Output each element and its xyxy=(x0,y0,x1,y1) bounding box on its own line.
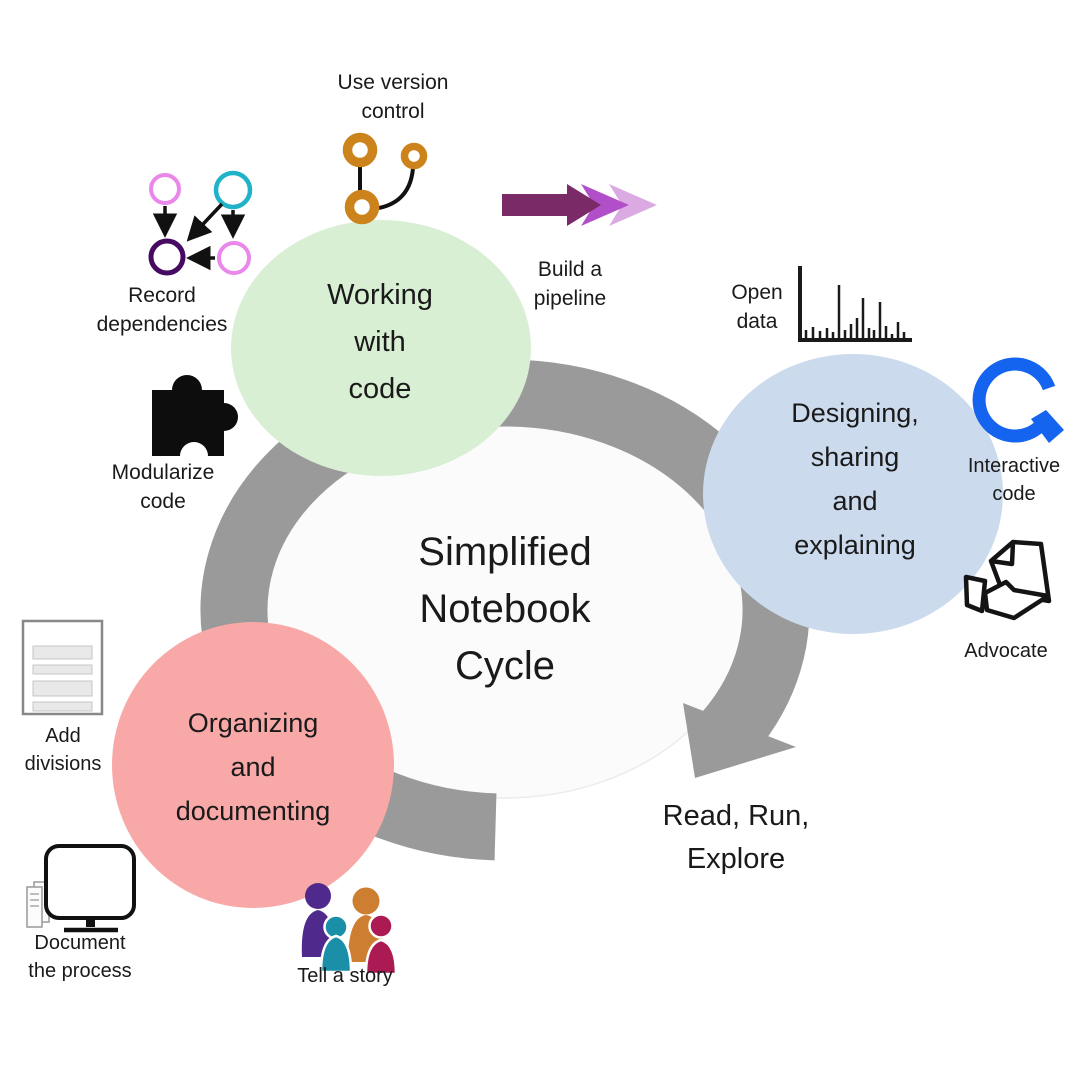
stage-organizing-circle xyxy=(112,622,394,908)
pipeline-arrows-icon xyxy=(502,184,657,226)
people-group-icon xyxy=(301,883,398,976)
stage-working-label: Working with code xyxy=(327,279,433,405)
add-divisions-label: Add divisions xyxy=(24,725,102,775)
use-version-control-label: Use version control xyxy=(337,71,449,123)
stage-designing-circle xyxy=(703,354,1003,634)
puzzle-piece-icon xyxy=(152,375,238,456)
record-dependencies-label: Record dependencies xyxy=(96,284,228,336)
dependency-graph-icon xyxy=(148,170,253,276)
sectioned-document-icon xyxy=(21,619,104,716)
monitor-icon xyxy=(26,844,136,933)
git-branch-icon xyxy=(342,132,428,225)
open-data-label: Open data xyxy=(731,281,783,333)
hub-title: Simplified Notebook Cycle xyxy=(418,530,592,688)
stage-working-circle xyxy=(231,220,531,476)
build-a-pipeline-label: Build a pipeline xyxy=(533,258,607,310)
bar-chart-icon xyxy=(798,266,912,342)
read-run-explore-label: Read, Run, Explore xyxy=(662,800,810,875)
document-the-process-label: Document the process xyxy=(28,932,132,982)
advocate-label: Advocate xyxy=(964,640,1048,662)
hand-document-icon xyxy=(963,539,1052,621)
modularize-code-label: Modularize code xyxy=(111,461,215,513)
stage-organizing-label: Organizing and documenting xyxy=(175,708,331,826)
refresh-loop-icon xyxy=(972,357,1064,443)
stage-designing-label: Designing, sharing and explaining xyxy=(791,398,919,560)
interactive-code-label: Interactive code xyxy=(967,455,1061,505)
tell-a-story-label: Tell a story xyxy=(297,965,393,987)
